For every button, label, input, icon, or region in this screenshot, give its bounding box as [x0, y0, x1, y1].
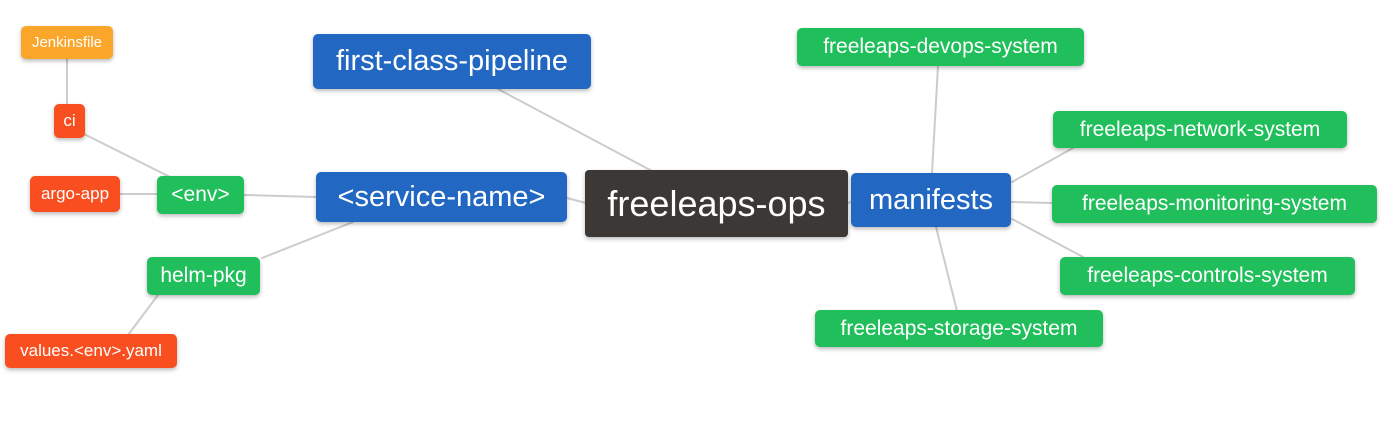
edge-manifests-network	[1011, 147, 1074, 183]
node-freeleaps-monitoring-system[interactable]: freeleaps-monitoring-system	[1052, 185, 1377, 223]
node-jenkinsfile[interactable]: Jenkinsfile	[21, 26, 113, 59]
node-service-name[interactable]: <service-name>	[316, 172, 567, 222]
node-manifests[interactable]: manifests	[851, 173, 1011, 227]
edge-env-service-name	[243, 194, 317, 198]
edge-manifests-monitoring	[1010, 201, 1053, 204]
edge-ci-env	[83, 133, 173, 179]
node-values-env-yaml[interactable]: values.<env>.yaml	[5, 334, 177, 368]
edge-manifests-storage	[935, 226, 958, 312]
edge-service-name-root	[566, 197, 587, 204]
node-first-class-pipeline[interactable]: first-class-pipeline	[313, 34, 591, 89]
node-freeleaps-storage-system[interactable]: freeleaps-storage-system	[815, 310, 1103, 347]
edge-manifests-controls	[1011, 218, 1084, 258]
node-freeleaps-network-system[interactable]: freeleaps-network-system	[1053, 111, 1347, 148]
node-argo-app[interactable]: argo-app	[30, 176, 120, 212]
node-env[interactable]: <env>	[157, 176, 244, 214]
node-freeleaps-ops-root[interactable]: freeleaps-ops	[585, 170, 848, 237]
edge-manifests-devops	[931, 65, 939, 174]
edge-service-name-helm-pkg	[261, 221, 354, 259]
node-ci[interactable]: ci	[54, 104, 85, 138]
node-helm-pkg[interactable]: helm-pkg	[147, 257, 260, 295]
node-freeleaps-controls-system[interactable]: freeleaps-controls-system	[1060, 257, 1355, 295]
node-freeleaps-devops-system[interactable]: freeleaps-devops-system	[797, 28, 1084, 66]
edge-helm-pkg-values-yaml	[127, 294, 159, 336]
edge-pipeline-root	[497, 88, 653, 172]
